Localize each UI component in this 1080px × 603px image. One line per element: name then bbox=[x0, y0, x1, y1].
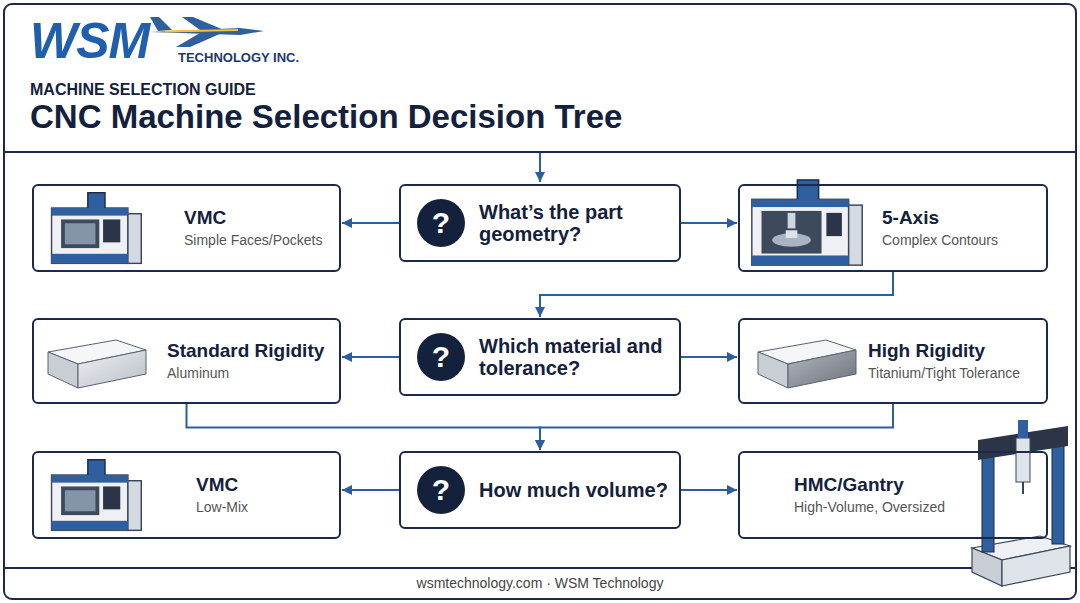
question-mark: ? bbox=[432, 342, 450, 372]
node-heading: Which material and tolerance? bbox=[479, 335, 673, 380]
logo-text: WSM bbox=[30, 12, 149, 70]
vmc-machine-icon bbox=[52, 193, 142, 264]
node-heading: HMC/Gantry bbox=[794, 474, 968, 497]
question-mark: ? bbox=[432, 208, 450, 238]
flow-arrow bbox=[540, 404, 893, 450]
text-area: 5-AxisComplex Contours bbox=[882, 186, 1038, 270]
footer-caption: wsmtechnology.com · WSM Technology bbox=[0, 575, 1080, 591]
gantry-machine-icon bbox=[972, 420, 1070, 586]
flow-arrow bbox=[342, 356, 399, 358]
node-heading: High Rigidity bbox=[868, 340, 1042, 363]
option-box: 5-AxisComplex Contours bbox=[738, 184, 1048, 272]
illustration-part bbox=[1022, 482, 1024, 494]
illustration-part bbox=[150, 17, 172, 31]
flow-arrow bbox=[187, 404, 541, 450]
node-heading: How much volume? bbox=[479, 479, 673, 501]
illustration-part bbox=[1002, 546, 1070, 586]
text-stack: VMC Low-Mix bbox=[196, 474, 331, 516]
flow-arrow bbox=[681, 356, 737, 358]
illustration-part bbox=[165, 30, 238, 32]
text-stack: Standard RigidityAluminum bbox=[167, 340, 335, 382]
node-heading: Standard Rigidity bbox=[167, 340, 335, 363]
text-area: Standard RigidityAluminum bbox=[167, 320, 335, 402]
five-axis-machine-icon bbox=[752, 180, 862, 265]
illustration-part bbox=[982, 444, 994, 552]
text-stack: HMC/GantryHigh-Volume, Oversized bbox=[794, 474, 968, 516]
node-heading: What’s the part geometry? bbox=[479, 201, 673, 246]
text-stack: 5-AxisComplex Contours bbox=[882, 207, 1038, 249]
node-subtext: Simple Faces/Pockets bbox=[184, 232, 331, 250]
node-heading: VMC bbox=[184, 207, 331, 230]
illustration-part bbox=[1052, 432, 1064, 544]
decision-box: Which material and tolerance?? bbox=[399, 318, 681, 396]
option-box: VMC Low-Mix bbox=[32, 451, 341, 539]
illustration-part bbox=[972, 548, 1002, 586]
text-area: HMC/GantryHigh-Volume, Oversized bbox=[794, 453, 968, 537]
question-badge: ? bbox=[417, 466, 465, 514]
option-box: HMC/GantryHigh-Volume, Oversized bbox=[738, 451, 1048, 539]
titanium-block-icon bbox=[758, 340, 856, 388]
node-heading: VMC bbox=[196, 474, 331, 497]
text-stack: Which material and tolerance? bbox=[479, 335, 673, 380]
text-area: VMC Low-Mix bbox=[196, 453, 331, 537]
node-subtext: Low-Mix bbox=[196, 499, 331, 517]
page-title: CNC Machine Selection Decision Tree bbox=[30, 98, 622, 136]
node-heading: 5-Axis bbox=[882, 207, 1038, 230]
text-area: What’s the part geometry? bbox=[479, 186, 673, 260]
text-area: Which material and tolerance? bbox=[479, 320, 673, 394]
text-stack: How much volume? bbox=[479, 479, 673, 501]
node-subtext: High-Volume, Oversized bbox=[794, 499, 968, 517]
decision-box: What’s the part geometry?? bbox=[399, 184, 681, 262]
text-stack: What’s the part geometry? bbox=[479, 201, 673, 246]
text-area: How much volume? bbox=[479, 453, 673, 527]
node-subtext: Complex Contours bbox=[882, 232, 1038, 250]
option-box: Standard RigidityAluminum bbox=[32, 318, 341, 404]
text-area: High RigidityTitanium/Tight Tolerance bbox=[868, 320, 1042, 402]
flow-arrow bbox=[681, 489, 737, 491]
vmc-machine-icon bbox=[52, 460, 142, 531]
illustration-part bbox=[758, 340, 856, 388]
illustration-part bbox=[1018, 420, 1028, 438]
question-badge: ? bbox=[417, 333, 465, 381]
option-box: High RigidityTitanium/Tight Tolerance bbox=[738, 318, 1048, 404]
option-box: VMC Simple Faces/Pockets bbox=[32, 184, 341, 272]
node-subtext: Aluminum bbox=[167, 365, 335, 383]
jet-icon bbox=[150, 17, 264, 47]
question-mark: ? bbox=[432, 475, 450, 505]
illustration-part bbox=[182, 17, 224, 30]
question-badge: ? bbox=[417, 199, 465, 247]
illustration-part bbox=[4, 567, 1076, 569]
flow-arrow bbox=[681, 222, 737, 224]
decision-box: How much volume?? bbox=[399, 451, 681, 529]
illustration-part bbox=[48, 340, 146, 388]
flow-arrow bbox=[540, 272, 893, 317]
flow-arrow bbox=[342, 222, 399, 224]
guide-subtitle: MACHINE SELECTION GUIDE bbox=[30, 81, 256, 99]
illustration-part bbox=[1016, 438, 1030, 482]
entry-arrow bbox=[539, 153, 541, 182]
node-subtext: Titanium/Tight Tolerance bbox=[868, 365, 1042, 383]
logo-subtext: TECHNOLOGY INC. bbox=[178, 50, 299, 65]
flow-arrow bbox=[342, 489, 399, 491]
illustration-part bbox=[4, 151, 1076, 153]
text-stack: VMC Simple Faces/Pockets bbox=[184, 207, 331, 249]
text-area: VMC Simple Faces/Pockets bbox=[184, 186, 331, 270]
illustration-part bbox=[4, 4, 1076, 599]
aluminum-block-icon bbox=[48, 340, 146, 388]
illustration-part bbox=[176, 33, 222, 47]
text-stack: High RigidityTitanium/Tight Tolerance bbox=[868, 340, 1042, 382]
